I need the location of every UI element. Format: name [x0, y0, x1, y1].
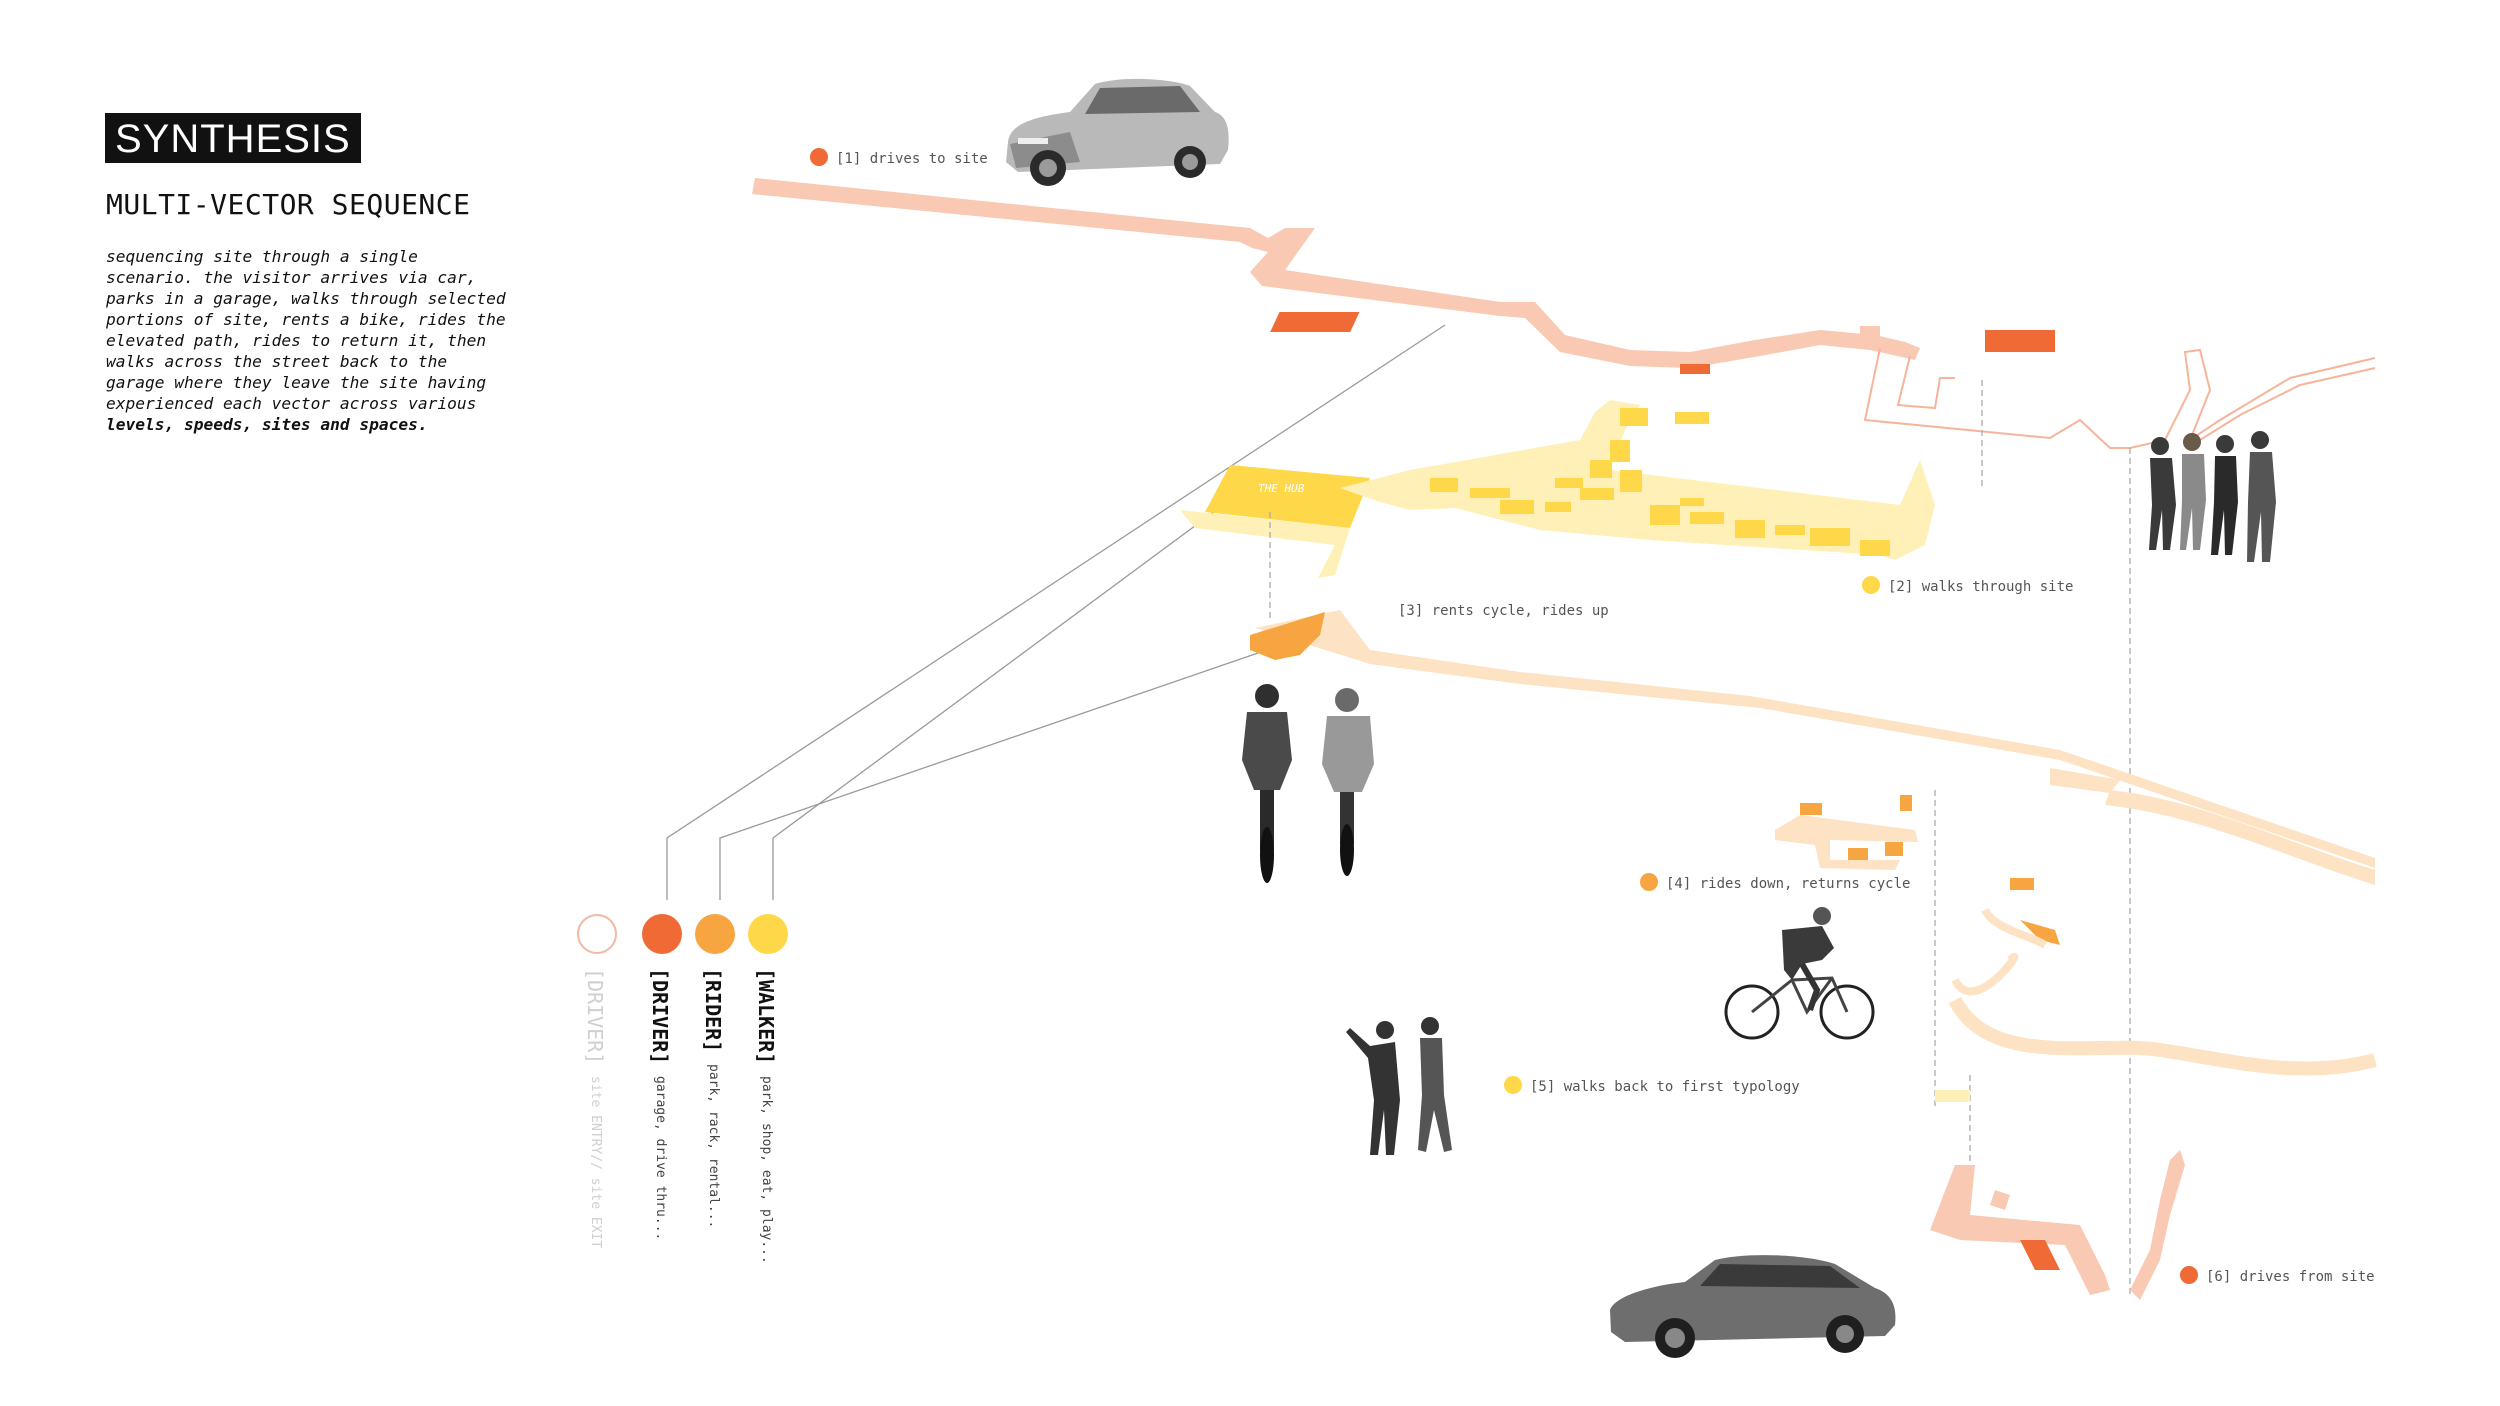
legend-circle-walker: [748, 914, 788, 954]
legend-sub-walker: park, shop, eat, play...: [759, 1076, 774, 1264]
step-4-label: [4] rides down, returns cycle: [1640, 875, 1910, 893]
legend-circle-driver-exit: [577, 914, 617, 954]
step-6-label: [6] drives from site: [2180, 1268, 2375, 1286]
exit-road: [1930, 1150, 2185, 1300]
walkers-group-icon: [2130, 430, 2290, 575]
cycle-ramp: [1250, 612, 1325, 660]
cyclist-riding-icon: [1722, 900, 1882, 1050]
step-2-label: [2] walks through site: [1862, 578, 2073, 596]
legend-title-rider: [RIDER]: [701, 968, 725, 1052]
arrival-road: [752, 178, 1920, 368]
legend-circle-rider: [695, 914, 735, 954]
legend-item-rider: [RIDER] park, rack, rental...: [701, 968, 725, 1229]
garage-block-3: [1680, 364, 1710, 374]
step-1-dot: [810, 148, 828, 166]
legend-sub-rider: park, rack, rental...: [706, 1064, 721, 1228]
legend-sub-driver-exit: site ENTRY// site EXIT: [588, 1076, 603, 1248]
pedestrians-pointing-icon: [1340, 1010, 1470, 1160]
leader-line-walker: [773, 500, 1230, 900]
legend-item-walker: [WALKER] park, shop, eat, play...: [754, 968, 778, 1264]
outline-roads: [1865, 348, 2375, 448]
legend-title-driver: [DRIVER]: [648, 968, 672, 1064]
step-4-dot: [1640, 873, 1658, 891]
cyclists-pair-icon: [1222, 680, 1397, 890]
garage-block-2: [1985, 330, 2055, 352]
step-3-label: [3] rents cycle, rides up: [1398, 603, 1609, 619]
legend-sub-driver: garage, drive thru...: [653, 1076, 668, 1240]
car-arriving-icon: [1000, 72, 1235, 197]
step-5-label: [5] walks back to first typology: [1504, 1078, 1800, 1096]
legend-item-driver-exit: [DRIVER] site ENTRY// site EXIT: [583, 968, 607, 1249]
step-1-label: [1] drives to site: [810, 150, 988, 168]
step-6-dot: [2180, 1266, 2198, 1284]
step-2-dot: [1862, 576, 1880, 594]
legend-title-walker: [WALKER]: [754, 968, 778, 1064]
garage-block-4: [1860, 326, 1880, 336]
hub-label: THE HUB: [1258, 482, 1305, 495]
legend-title-driver-exit: [DRIVER]: [583, 968, 607, 1064]
curved-road: [2105, 790, 2375, 885]
leader-line-rider: [720, 653, 1258, 900]
step-5-dot: [1504, 1076, 1522, 1094]
legend-circle-driver: [642, 914, 682, 954]
car-leaving-icon: [1605, 1250, 1905, 1365]
garage-block-1: [1270, 312, 1359, 332]
legend-item-driver: [DRIVER] garage, drive thru...: [648, 968, 672, 1241]
